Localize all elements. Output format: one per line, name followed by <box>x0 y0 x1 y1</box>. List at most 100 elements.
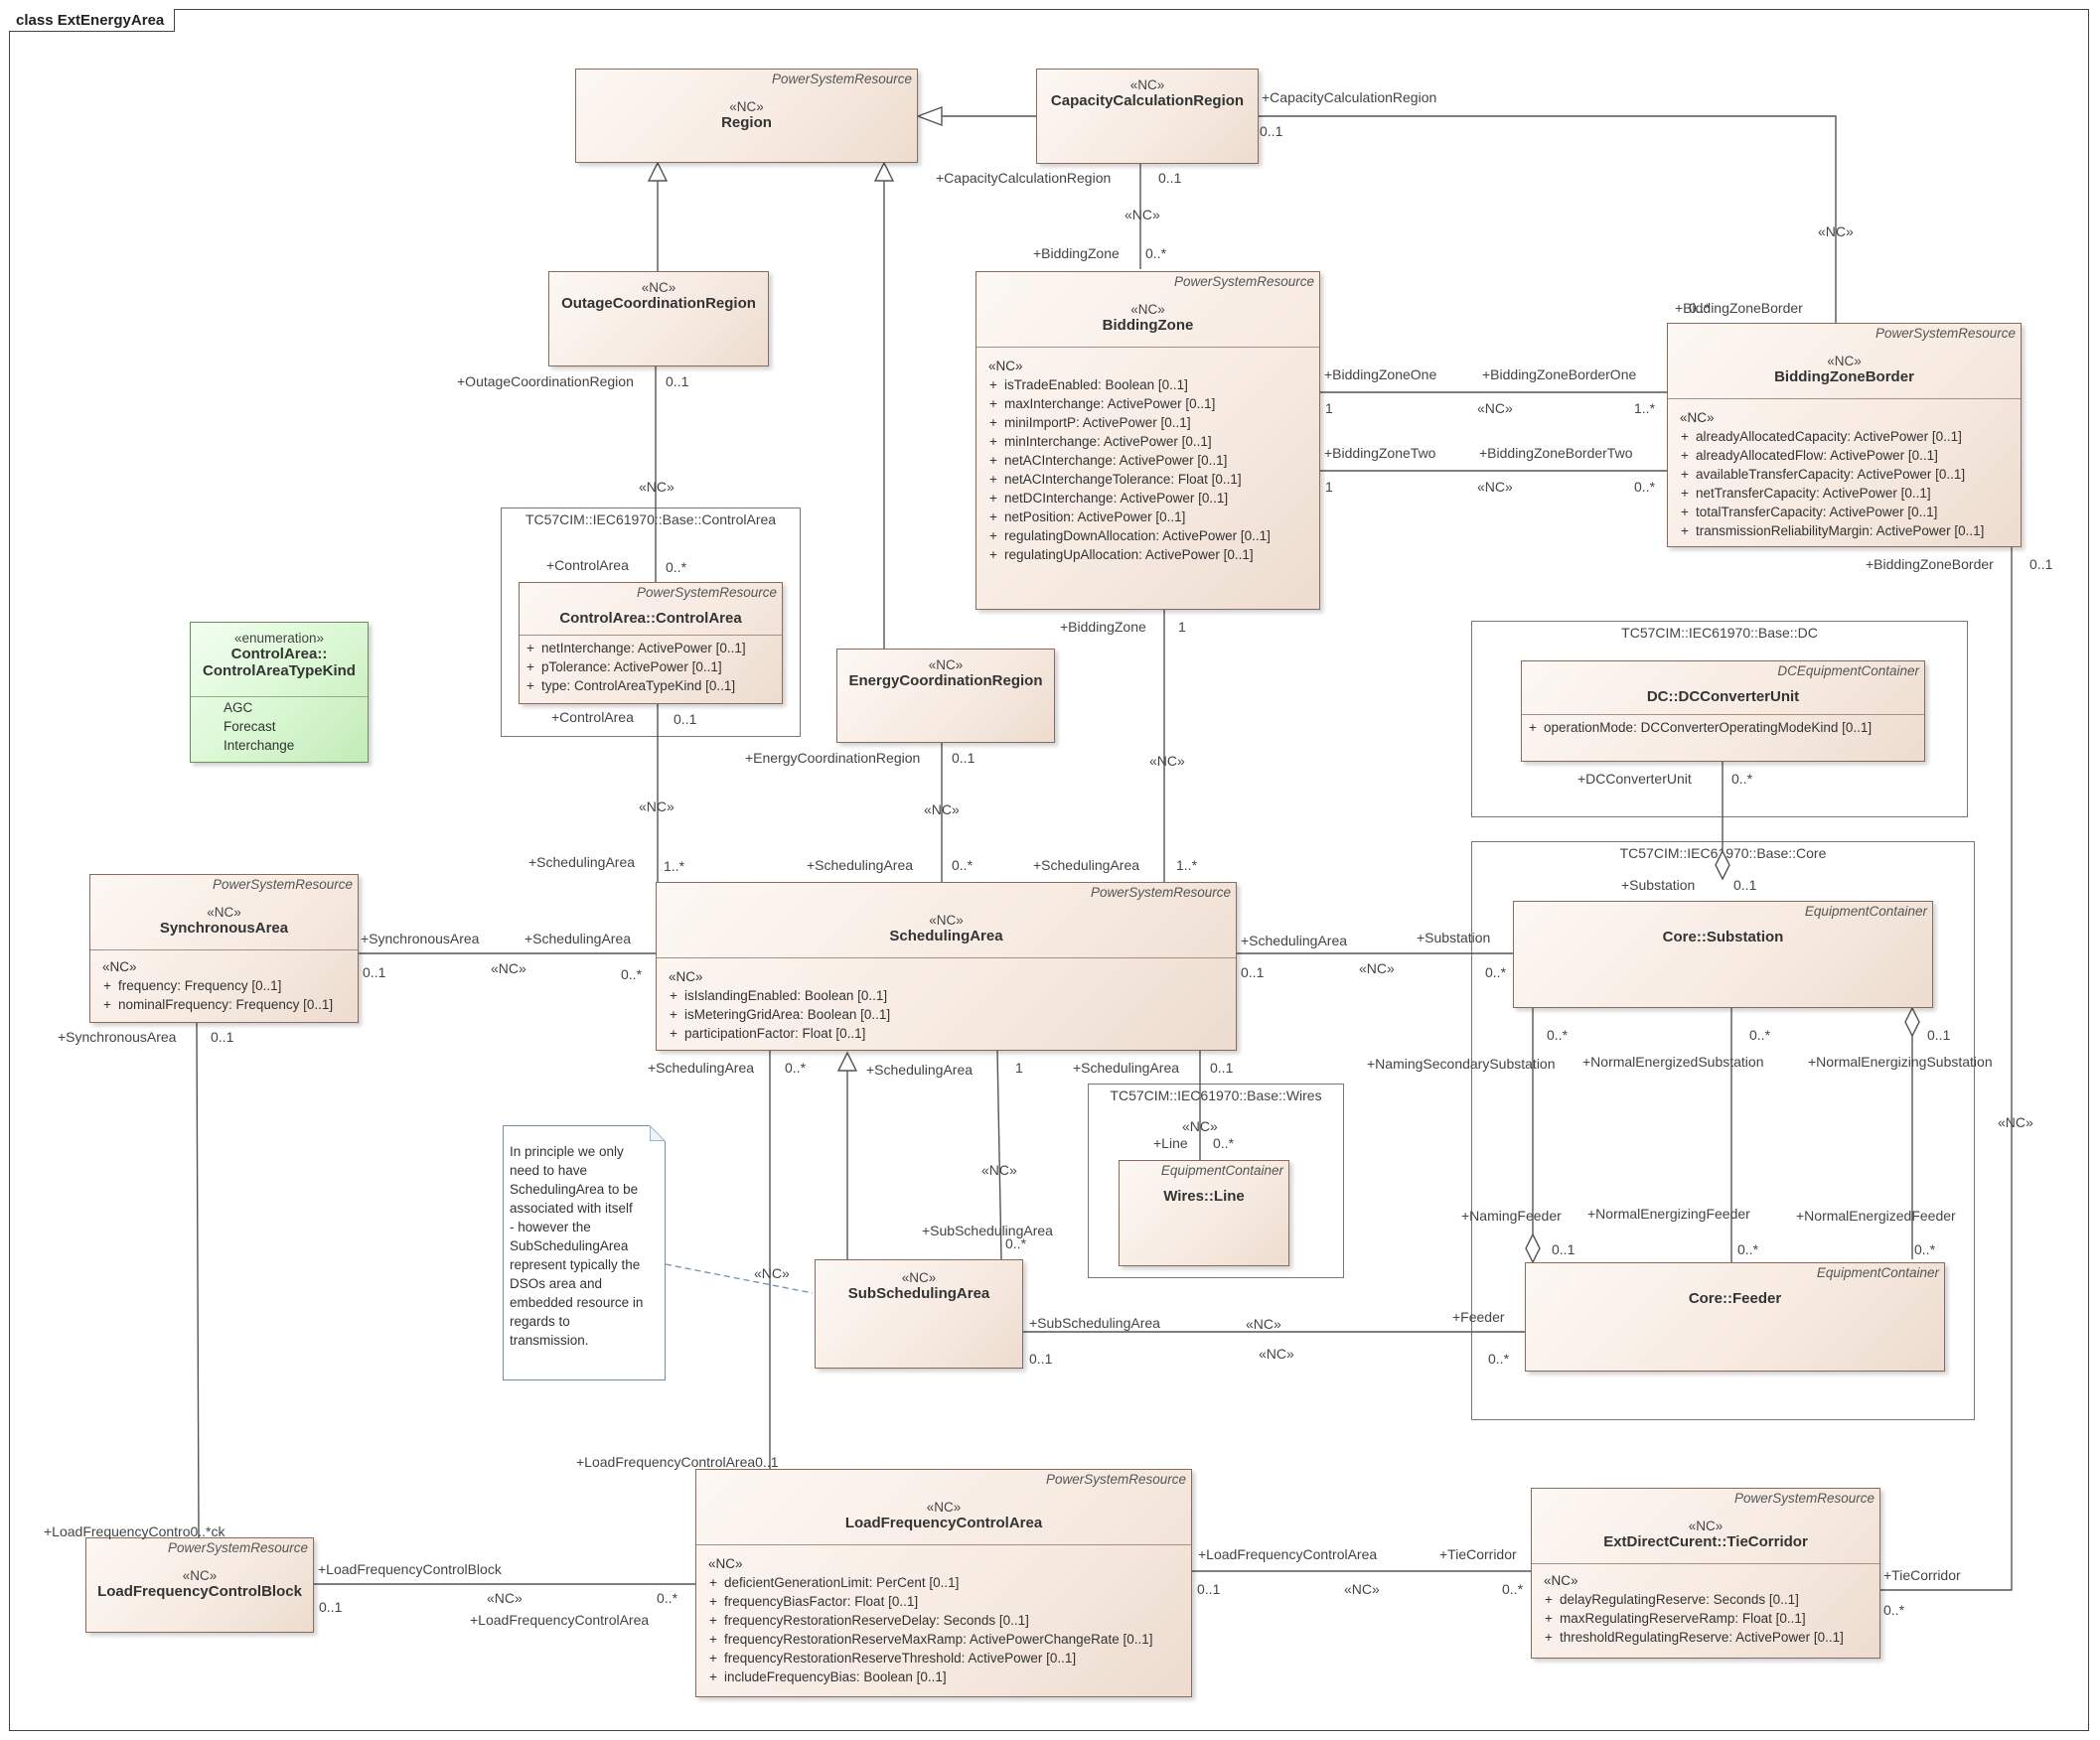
multiplicity-label: 0..* <box>1213 1135 1235 1151</box>
class-name: LoadFrequencyControlArea <box>844 1515 1043 1531</box>
class-name: ExtDirectCurent::TieCorridor <box>1603 1533 1808 1550</box>
package-controlarea: TC57CIM::IEC61970::Base::ControlArea <box>501 508 801 737</box>
assoc-ccr-bzb <box>1259 115 1837 323</box>
note-line: represent typically the <box>510 1257 641 1272</box>
multiplicity-label: 0..1 <box>1210 1060 1234 1076</box>
attribute-text: deficientGenerationLimit: PerCent [0..1] <box>724 1575 960 1590</box>
multiplicity-label: 0..* <box>1145 245 1167 261</box>
role-label: +Feeder <box>1452 1309 1505 1325</box>
class-sub-scheduling-area[interactable]: «NC» SubSchedulingArea <box>815 1259 1023 1369</box>
multiplicity-label: 0..* <box>1731 771 1753 787</box>
class-bidding-zone-border[interactable]: PowerSystemResource «NC» BiddingZoneBord… <box>1667 323 2022 547</box>
note-line: In principle we only <box>510 1144 624 1159</box>
class-feeder[interactable]: EquipmentContainer Core::Feeder <box>1525 1262 1945 1372</box>
multiplicity-label: 1 <box>1325 400 1333 416</box>
multiplicity-label: 0..1 <box>2029 556 2053 572</box>
class-control-area[interactable]: PowerSystemResource ControlArea::Control… <box>519 582 783 704</box>
role-label: +LoadFrequencyControlArea <box>1198 1546 1378 1562</box>
attribute-text: miniImportP: ActivePower [0..1] <box>1004 415 1191 430</box>
class-load-frequency-control-block[interactable]: PowerSystemResource «NC» LoadFrequencyCo… <box>85 1537 314 1633</box>
class-bidding-zone[interactable]: PowerSystemResource «NC» BiddingZone «NC… <box>975 271 1320 610</box>
note-anchor <box>665 1263 814 1294</box>
role-label: +NormalEnergizedSubstation <box>1582 1054 1764 1070</box>
class-region[interactable]: PowerSystemResource «NC» Region <box>575 69 918 163</box>
class-synchronous-area[interactable]: PowerSystemResource «NC» SynchronousArea… <box>89 874 359 1023</box>
attribute-text: netDCInterchange: ActivePower [0..1] <box>1004 491 1229 506</box>
class-name: SchedulingArea <box>889 928 1003 944</box>
class-capacity-calculation-region[interactable]: «NC» CapacityCalculationRegion <box>1036 69 1259 164</box>
role-label: +SchedulingArea <box>1073 1060 1180 1076</box>
attribute-row: +frequencyBiasFactor: Float [0..1] <box>696 1592 1191 1611</box>
visibility-public: + <box>1681 486 1689 501</box>
attribute-text: alreadyAllocatedCapacity: ActivePower [0… <box>1696 429 1962 444</box>
class-energy-coordination-region[interactable]: «NC» EnergyCoordinationRegion <box>836 649 1055 743</box>
class-dc-converter-unit[interactable]: DCEquipmentContainer DC::DCConverterUnit… <box>1521 660 1925 762</box>
attribute-row: +netTransferCapacity: ActivePower [0..1] <box>1668 484 2021 503</box>
enum-literal: Forecast <box>224 719 276 734</box>
attribute-row: + deficientGenerationLimit: PerCent [0..1… <box>696 1573 1191 1592</box>
parent-type: PowerSystemResource <box>636 585 777 600</box>
role-label: +SchedulingArea <box>807 857 914 873</box>
class-line[interactable]: EquipmentContainer Wires::Line <box>1119 1160 1289 1266</box>
multiplicity-label: 0..1 <box>1029 1351 1053 1367</box>
visibility-public: + <box>709 1575 717 1590</box>
role-label: +SchedulingArea <box>525 931 632 946</box>
attribute-list: +netInterchange: ActivePower [0..1]+pTol… <box>520 639 782 695</box>
class-load-frequency-control-area[interactable]: PowerSystemResource «NC» LoadFrequencyCo… <box>695 1469 1192 1697</box>
role-label: +BiddingZone <box>1033 245 1120 261</box>
attribute-text: operationMode: DCConverterOperatingModeK… <box>1544 720 1873 735</box>
class-tie-corridor[interactable]: PowerSystemResource «NC» ExtDirectCurent… <box>1531 1488 1880 1659</box>
aggregation-diamond <box>1904 1006 1920 1038</box>
class-name: Region <box>721 114 772 131</box>
attribute-text: type: ControlAreaTypeKind [0..1] <box>541 678 736 693</box>
stereotype-label: «NC» <box>1182 1118 1218 1134</box>
visibility-public: + <box>989 491 997 506</box>
attribute-text: netACInterchangeTolerance: Float [0..1] <box>1004 472 1242 487</box>
role-label: +SubSchedulingArea <box>922 1223 1053 1238</box>
stereotype-label: «NC» <box>981 1162 1017 1178</box>
multiplicity-label: 0..* <box>1689 300 1711 316</box>
role-label: +Substation <box>1621 877 1696 893</box>
class-name: BiddingZone <box>1102 317 1194 334</box>
assoc-scheduling-subscheduling <box>996 1050 1002 1260</box>
attribute-row: +totalTransferCapacity: ActivePower [0..… <box>1668 503 2021 521</box>
role-label: +NormalEnergizedFeeder <box>1796 1208 1956 1224</box>
stereotype: «NC» <box>1130 302 1165 317</box>
multiplicity-label: 0..1 <box>1158 170 1182 186</box>
enum-literal: AGC <box>224 700 253 715</box>
generalization-arrowhead <box>836 1051 858 1072</box>
multiplicity-label: 0..* <box>1005 1235 1027 1251</box>
role-label: +OutageCoordinationRegion <box>457 373 634 389</box>
visibility-public: + <box>989 547 997 562</box>
class-name: CapacityCalculationRegion <box>1050 92 1245 109</box>
enum-control-area-type-kind[interactable]: «enumeration» ControlArea:: ControlAreaT… <box>190 622 369 763</box>
role-label: +BiddingZoneOne <box>1324 366 1437 382</box>
role-label: +SchedulingArea <box>866 1062 974 1078</box>
visibility-public: + <box>989 415 997 430</box>
class-name-line1: ControlArea:: <box>230 646 328 662</box>
attribute-stereotype: «NC» <box>669 969 703 984</box>
attribute-row: +minInterchange: ActivePower [0..1] <box>976 432 1319 451</box>
visibility-public: + <box>989 377 997 392</box>
class-outage-coordination-region[interactable]: «NC» OutageCoordinationRegion <box>548 271 769 366</box>
parent-type: EquipmentContainer <box>1160 1163 1283 1178</box>
parent-type: PowerSystemResource <box>1733 1491 1875 1506</box>
class-name: Core::Feeder <box>1688 1290 1782 1307</box>
multiplicity-label: 0..1 <box>1927 1027 1951 1043</box>
parent-type: PowerSystemResource <box>1875 326 2016 341</box>
stereotype-label: «NC» <box>1259 1346 1294 1362</box>
attribute-text: includeFrequencyBias: Boolean [0..1] <box>724 1669 947 1684</box>
note-line: SubSchedulingArea <box>510 1238 629 1253</box>
attribute-row: +maxInterchange: ActivePower [0..1] <box>976 394 1319 413</box>
visibility-public: + <box>989 528 997 543</box>
class-scheduling-area[interactable]: PowerSystemResource «NC» SchedulingArea … <box>656 882 1237 1051</box>
attribute-row: +nominalFrequency: Frequency [0..1] <box>90 995 358 1014</box>
attribute-stereotype: «NC» <box>1680 410 1715 425</box>
attribute-row: +participationFactor: Float [0..1] <box>657 1024 1236 1043</box>
attribute-text: regulatingUpAllocation: ActivePower [0..… <box>1004 547 1254 562</box>
class-substation[interactable]: EquipmentContainer Core::Substation <box>1513 901 1933 1008</box>
role-label: +ControlArea <box>546 557 629 573</box>
